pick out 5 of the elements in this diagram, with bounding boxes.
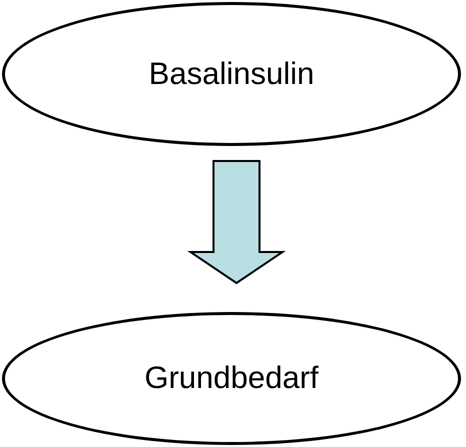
block-arrow xyxy=(187,160,286,284)
ellipse-node xyxy=(2,312,461,445)
ellipse-node xyxy=(2,2,461,146)
node-label: Basalinsulin xyxy=(148,54,314,93)
node-label: Grundbedarf xyxy=(144,359,319,398)
